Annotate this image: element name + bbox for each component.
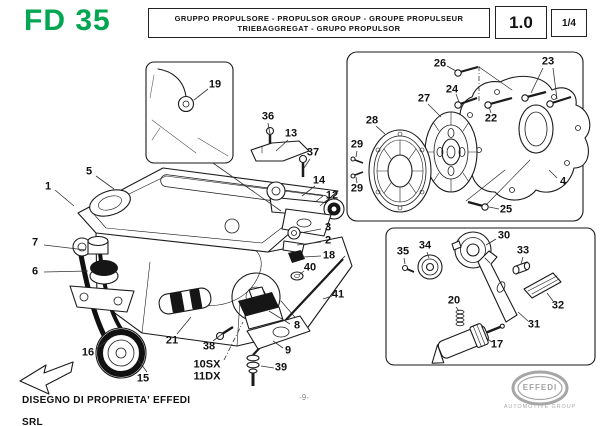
callout-36: 36 (261, 110, 275, 123)
callout-24: 24 (445, 83, 459, 96)
callout-29a: 29 (350, 138, 364, 151)
title-line-1: GRUPPO PROPULSORE - PROPULSOR GROUP - GR… (174, 13, 464, 23)
callout-14: 14 (312, 174, 326, 187)
callout-12: 12 (325, 189, 339, 202)
callout-21: 21 (165, 334, 179, 347)
callout-13: 13 (284, 127, 298, 140)
property-notice: DISEGNO DI PROPRIETA' EFFEDI (22, 395, 191, 406)
inset-detail-box (145, 61, 282, 212)
left-engine-mount-drawing (69, 235, 135, 313)
callout-16: 16 (81, 346, 95, 359)
table-number-box: 1.0 (495, 6, 547, 39)
logo-wordmark: EFFEDI (522, 383, 558, 392)
callout-11dx: 11DX (193, 370, 221, 383)
callout-8: 8 (293, 319, 301, 332)
callout-34: 34 (418, 239, 432, 252)
callout-23: 23 (541, 55, 555, 68)
title-box: GRUPPO PROPULSORE - PROPULSOR GROUP - GR… (148, 8, 490, 38)
callout-28: 28 (365, 114, 379, 127)
callout-15: 15 (136, 372, 150, 385)
callout-31: 31 (527, 318, 541, 331)
callout-29b: 29 (350, 182, 364, 195)
page-fraction-box: 1/4 (551, 9, 587, 37)
callout-1: 1 (44, 180, 52, 193)
callout-3: 3 (324, 221, 332, 234)
release-mechanism-drawing (385, 227, 596, 366)
callout-leader-lines (43, 65, 558, 373)
callout-20: 20 (447, 294, 461, 307)
callout-22: 22 (484, 112, 498, 125)
callout-19: 19 (208, 78, 222, 91)
callout-7: 7 (31, 236, 39, 249)
callout-5: 5 (85, 165, 93, 178)
model-code: FD 35 (24, 4, 111, 37)
callout-41: 41 (331, 288, 345, 301)
callout-17: 17 (490, 338, 504, 351)
callout-26: 26 (433, 57, 447, 70)
callout-4: 4 (559, 175, 567, 188)
direction-arrow (19, 361, 74, 395)
clutch-assembly-drawing (346, 51, 591, 222)
callout-27: 27 (417, 92, 431, 105)
title-line-2: TRIEBAGGREGAT - GRUPO PROPULSOR (237, 23, 401, 33)
callout-40: 40 (303, 261, 317, 274)
property-notice-line2: SRL (22, 417, 43, 426)
callout-33: 33 (516, 244, 530, 257)
callout-18: 18 (322, 249, 336, 262)
callout-39: 39 (274, 361, 288, 374)
clutch-bolts (350, 65, 572, 211)
callout-9: 9 (284, 344, 292, 357)
callout-32: 32 (551, 299, 565, 312)
effedi-logo (511, 370, 569, 406)
logo-subtext: AUTOMOTIVE GROUP (503, 404, 577, 410)
right-engine-mount-drawing (250, 126, 345, 237)
small-mount-parts-drawing (282, 226, 305, 281)
callout-6: 6 (31, 265, 39, 278)
callout-38: 38 (202, 340, 216, 353)
callout-2: 2 (324, 234, 332, 247)
callout-35: 35 (396, 245, 410, 258)
engine-block-drawing (77, 167, 353, 347)
callout-30: 30 (497, 229, 511, 242)
callout-25: 25 (499, 203, 513, 216)
callout-10sx: 10SX (193, 358, 221, 371)
callout-37: 37 (306, 146, 320, 159)
page-number: -9- (299, 393, 309, 402)
